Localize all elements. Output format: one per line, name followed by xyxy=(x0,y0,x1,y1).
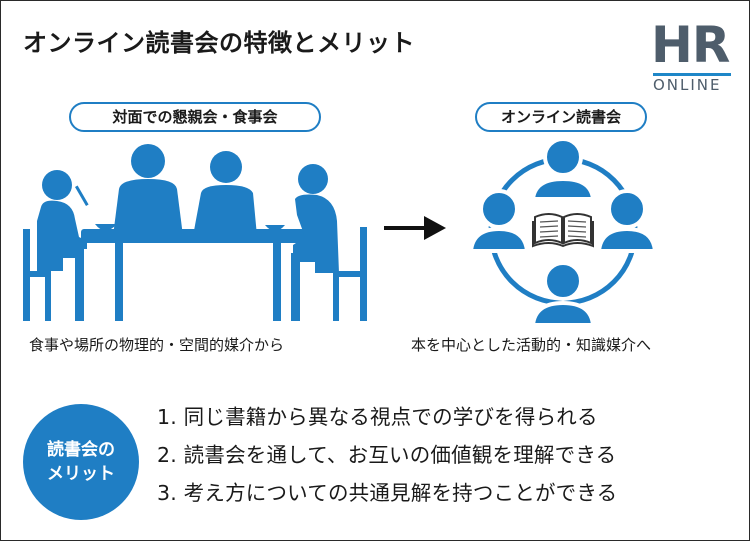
merit-item: 3. 考え方についての共通見解を持つことができる xyxy=(157,474,617,512)
hr-online-logo: HR ONLINE xyxy=(649,19,734,94)
person-icon xyxy=(533,263,593,325)
merit-list: 1. 同じ書籍から異なる視点での学びを得られる 2. 読書会を通して、お互いの価… xyxy=(157,398,617,512)
person-icon xyxy=(471,191,527,251)
logo-hr-text: HR xyxy=(651,19,729,71)
merit-badge: 読書会の メリット xyxy=(23,404,139,520)
logo-online-text: ONLINE xyxy=(653,76,722,94)
person-icon xyxy=(533,139,593,199)
merit-badge-line1: 読書会の xyxy=(47,438,115,462)
person-icon xyxy=(599,191,655,251)
dinner-people-icon xyxy=(23,141,368,321)
arrow-right-icon xyxy=(384,213,446,243)
offline-caption: 食事や場所の物理的・空間的媒介から xyxy=(29,334,284,355)
offline-label-pill: 対面での懇親会・食事会 xyxy=(69,102,321,132)
online-label-pill: オンライン読書会 xyxy=(475,102,647,132)
book-icon xyxy=(533,214,593,246)
reading-circle-illustration xyxy=(463,133,663,329)
online-caption: 本を中心とした活動的・知識媒介へ xyxy=(411,334,651,355)
merit-item: 2. 読書会を通して、お互いの価値観を理解できる xyxy=(157,436,617,474)
merit-item: 1. 同じ書籍から異なる視点での学びを得られる xyxy=(157,398,617,436)
page-title: オンライン読書会の特徴とメリット xyxy=(23,23,415,58)
merit-badge-line2: メリット xyxy=(47,462,115,486)
